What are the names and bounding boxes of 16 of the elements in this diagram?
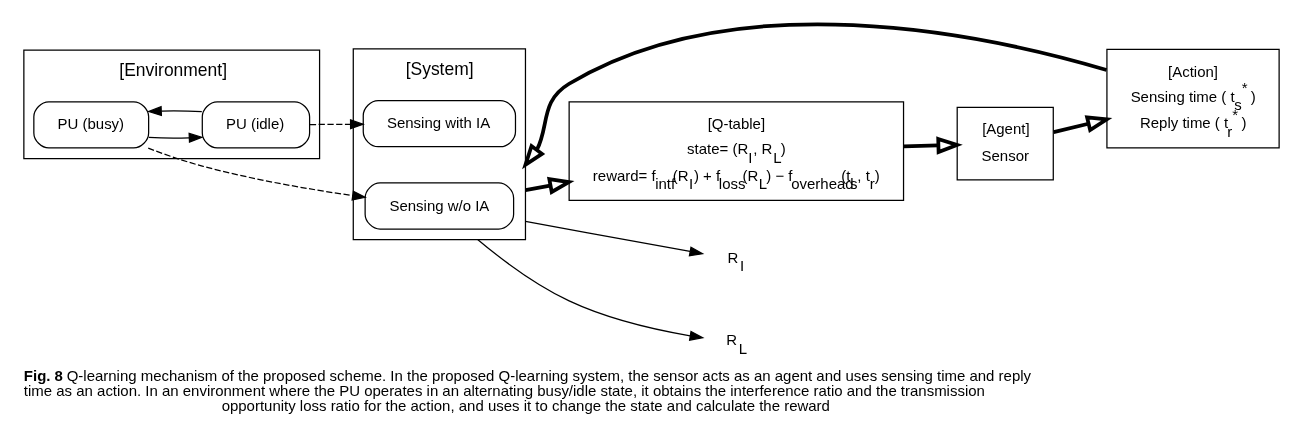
- node-box: PU (idle): [201, 101, 311, 149]
- caption: Fig. 8 Q-learning mechanism of the proposed scheme. In the proposed Q-learning system, the sensor acts as an agent and uses sensing time and reply time as an action. In an environment where the PU operates in an alternating busy/idle state, it obtains the interference ratio and the transmission opportunity loss ratio for the action, and uses it to change the state and calculate the reward: [23, 366, 1032, 414]
- arrow: [477, 239, 705, 341]
- arrow: [148, 132, 204, 144]
- node-box: [Agent] Sensor: [956, 106, 1054, 181]
- arrow: [309, 119, 365, 130]
- arrow: [147, 147, 367, 201]
- arrow: [1053, 115, 1113, 134]
- arrow: [522, 22, 1108, 170]
- node-box: Sensing w/o IA: [364, 182, 515, 230]
- arrow: [524, 220, 705, 257]
- arrow: [903, 136, 963, 155]
- node-box: PU (busy): [33, 101, 150, 149]
- arrow: [146, 105, 203, 117]
- arrow: [525, 176, 575, 195]
- node-box: Sensing with IA: [362, 99, 517, 148]
